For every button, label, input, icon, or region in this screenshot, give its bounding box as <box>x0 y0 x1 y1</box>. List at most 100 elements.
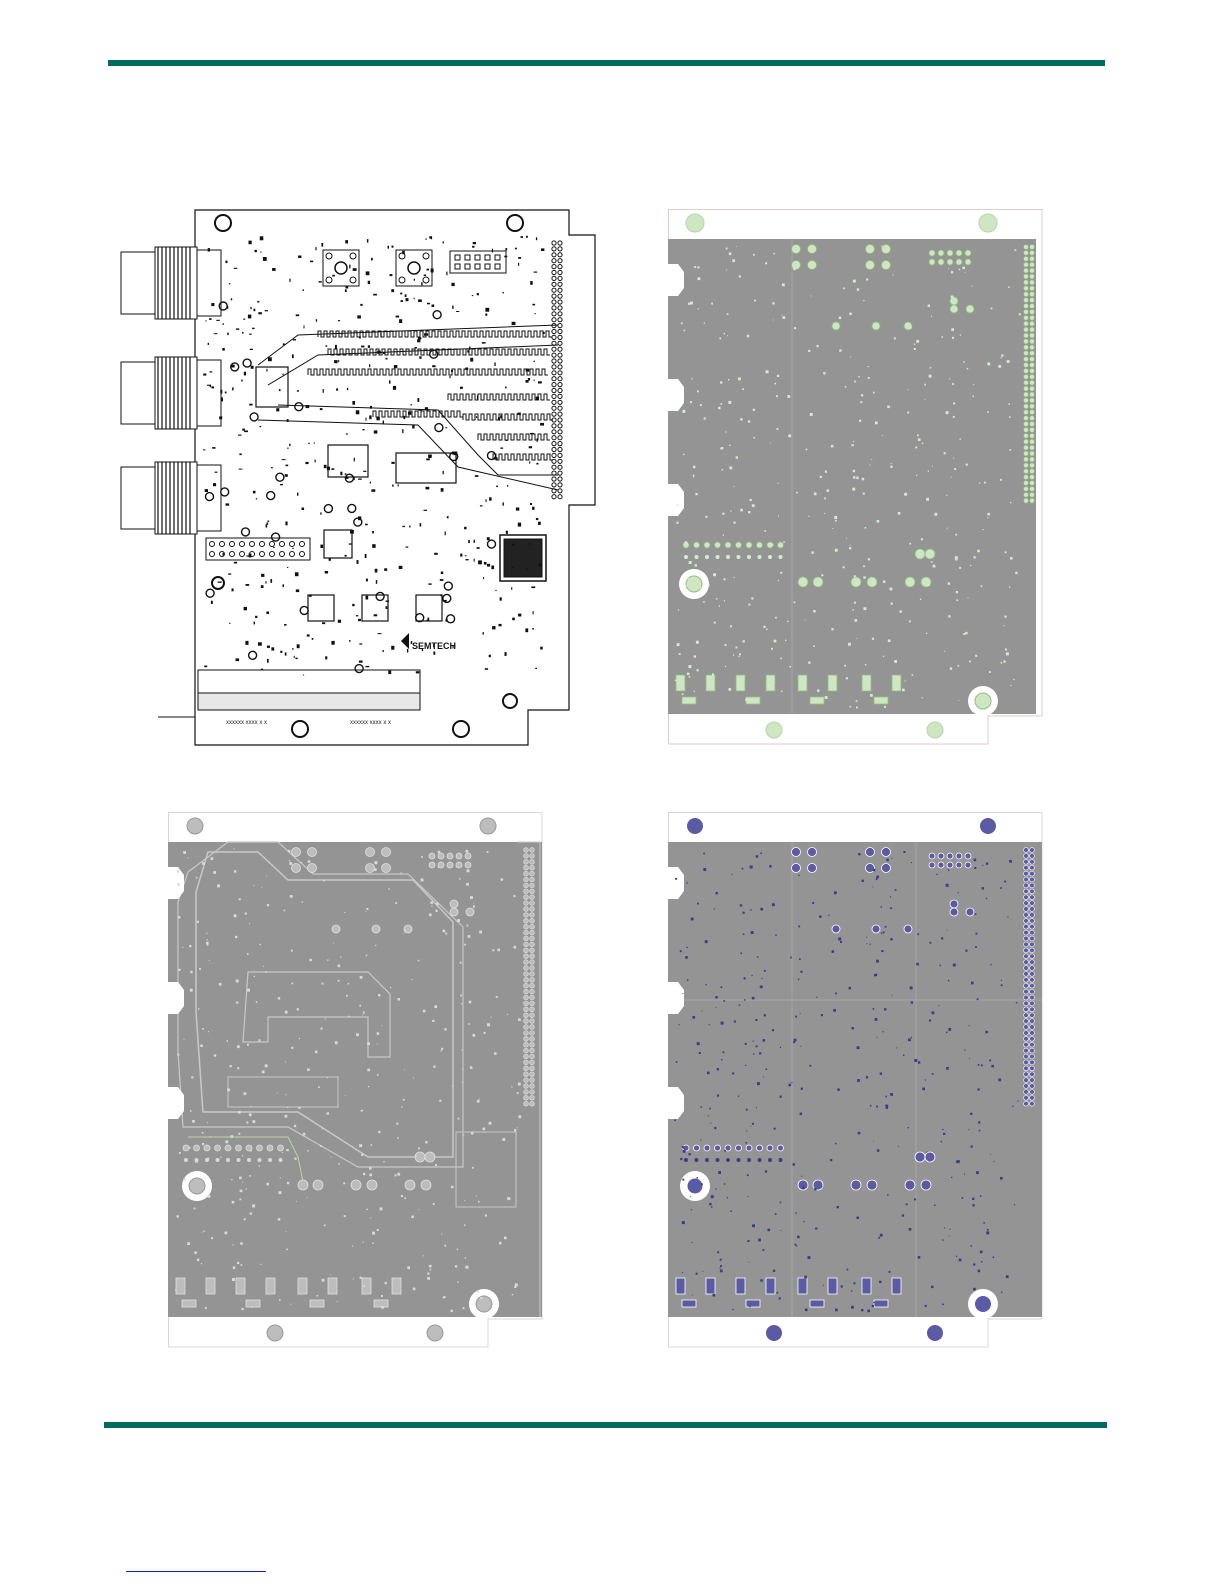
small-feature <box>682 993 683 994</box>
small-feature <box>967 368 969 370</box>
header-pad <box>965 853 971 859</box>
small-feature <box>252 1120 255 1123</box>
mounting-hole <box>766 1325 782 1341</box>
small-feature <box>455 1265 457 1267</box>
small-feature <box>930 367 931 368</box>
header-pad <box>694 542 700 548</box>
small-feature <box>286 1231 287 1232</box>
small-feature <box>739 1004 740 1005</box>
smd-pad <box>310 1300 324 1307</box>
small-feature <box>759 1052 761 1054</box>
smd-part <box>271 467 273 468</box>
small-feature <box>889 1271 891 1273</box>
via-pad <box>915 549 925 559</box>
edge-pad <box>1024 481 1029 486</box>
small-feature <box>925 1079 926 1080</box>
smd-part <box>408 412 411 415</box>
smd-part <box>345 473 347 474</box>
small-feature <box>431 905 432 906</box>
small-feature <box>1012 1106 1013 1107</box>
small-feature <box>716 892 718 894</box>
small-feature <box>744 999 745 1000</box>
smd-part <box>369 364 370 367</box>
sma-pad <box>366 864 375 873</box>
small-feature <box>765 1170 767 1172</box>
small-feature <box>890 466 892 468</box>
small-feature <box>291 1047 293 1049</box>
small-feature <box>863 300 864 301</box>
smd-part <box>223 553 224 556</box>
small-feature <box>909 543 911 545</box>
small-feature <box>962 267 965 270</box>
smd-part <box>393 386 396 390</box>
via-pad <box>813 577 823 587</box>
small-feature <box>689 676 691 678</box>
small-feature <box>188 1147 190 1149</box>
smd-part <box>266 524 268 527</box>
small-feature <box>278 997 280 999</box>
small-feature <box>1008 403 1010 405</box>
small-feature <box>279 1191 282 1194</box>
small-feature <box>721 1059 722 1060</box>
edge-pad <box>530 936 535 941</box>
small-feature <box>754 437 756 439</box>
small-feature <box>207 939 208 940</box>
edge-pad <box>1024 948 1029 953</box>
small-feature <box>753 1041 754 1042</box>
small-feature <box>697 1042 700 1045</box>
small-feature <box>247 1044 249 1046</box>
small-feature <box>884 706 886 708</box>
small-feature <box>993 1257 995 1259</box>
smd-part <box>482 342 486 344</box>
smd-part <box>357 560 359 564</box>
small-feature <box>891 463 892 464</box>
small-feature <box>459 878 461 880</box>
small-feature <box>444 1028 446 1030</box>
edge-pad <box>530 1007 535 1012</box>
small-feature <box>720 1265 722 1267</box>
smd-pad <box>798 675 807 691</box>
smd-part <box>303 289 304 291</box>
footer-link-underline[interactable] <box>126 1571 266 1572</box>
smd-part <box>207 385 210 386</box>
edge-pad <box>1030 422 1035 427</box>
small-feature <box>835 1309 838 1312</box>
small-feature <box>682 1272 683 1273</box>
small-feature <box>952 337 954 339</box>
small-feature <box>903 851 905 853</box>
small-feature <box>435 910 437 912</box>
small-feature <box>834 891 837 894</box>
smd-part <box>433 652 435 655</box>
header-pad <box>737 1158 741 1162</box>
small-feature <box>717 1095 719 1097</box>
sma-pad <box>366 848 375 857</box>
small-feature <box>318 1086 320 1088</box>
small-feature <box>814 1188 816 1190</box>
smd-part <box>373 294 377 296</box>
connector-cutout <box>668 379 684 411</box>
smd-part <box>272 268 276 271</box>
small-feature <box>944 452 946 454</box>
edge-pad <box>1024 1048 1029 1053</box>
small-feature <box>858 1132 861 1135</box>
small-feature <box>344 1215 346 1217</box>
small-feature <box>987 517 988 518</box>
small-feature <box>507 1197 510 1200</box>
edge-pad <box>530 1001 535 1006</box>
small-feature <box>795 1212 796 1213</box>
small-feature <box>711 1195 714 1198</box>
edge-pad <box>1030 292 1035 297</box>
small-feature <box>285 1011 288 1014</box>
via-pad <box>925 549 935 559</box>
small-feature <box>219 983 222 986</box>
smd-part <box>473 242 476 244</box>
edge-pad <box>524 848 529 853</box>
smd-part <box>536 397 539 401</box>
smd-part <box>412 425 414 429</box>
edge-pad <box>1024 913 1029 918</box>
small-feature <box>236 1002 238 1004</box>
smd-part <box>320 512 321 514</box>
smd-part <box>484 562 487 565</box>
small-feature <box>861 1309 863 1311</box>
smd-part <box>285 652 287 655</box>
